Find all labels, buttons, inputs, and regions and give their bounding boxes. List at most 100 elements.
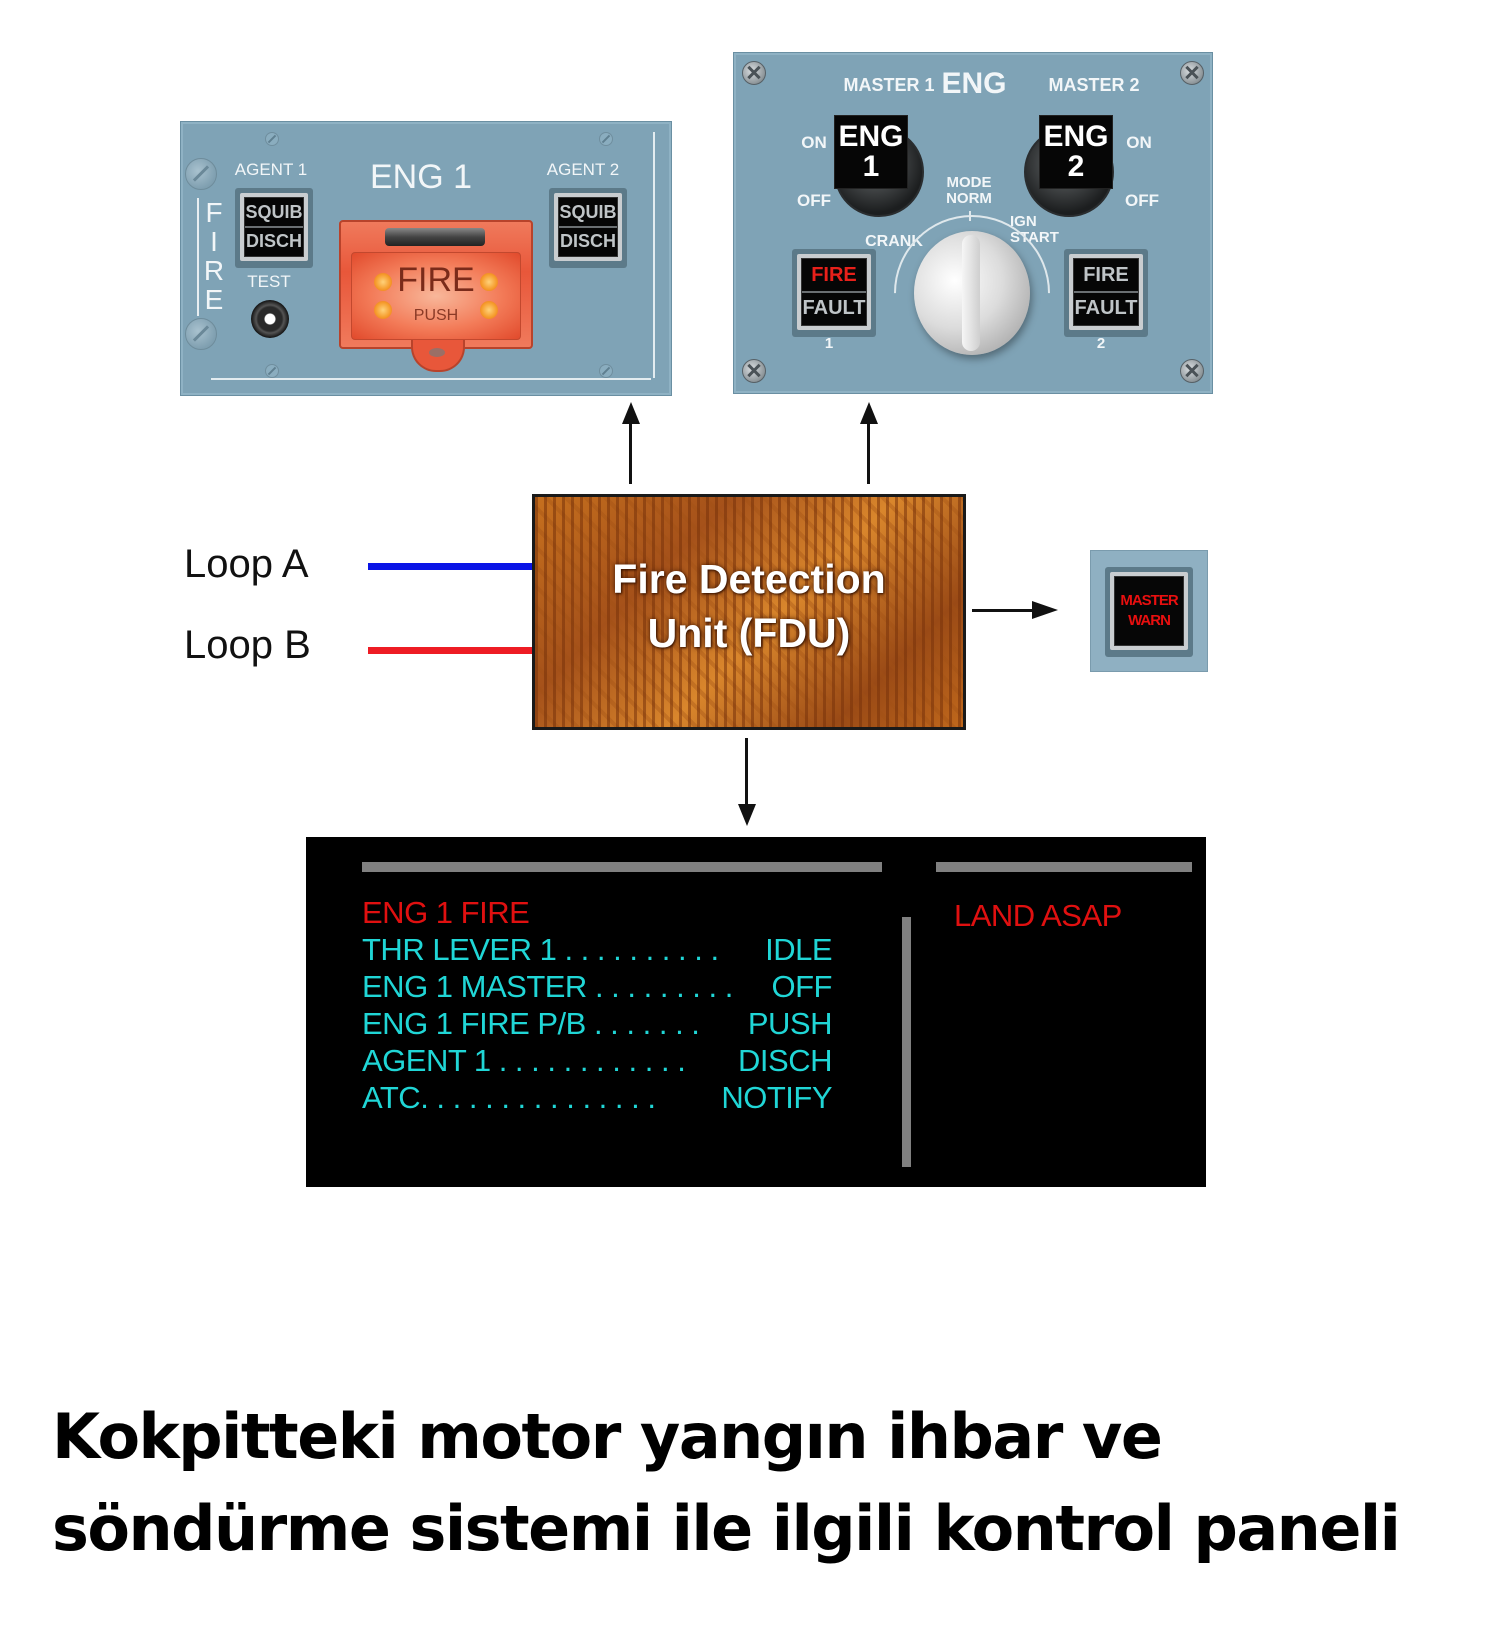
master-text: MASTER bbox=[1120, 592, 1178, 609]
procedure-action: NOTIFY bbox=[721, 1080, 832, 1115]
arrowhead-up-icon bbox=[622, 402, 640, 424]
guard-tab bbox=[411, 340, 465, 372]
fire-push-face: FIRE PUSH bbox=[351, 252, 521, 340]
test-label: TEST bbox=[247, 272, 291, 291]
master-warn-panel: MASTER WARN bbox=[1090, 550, 1208, 672]
on-label: ON bbox=[1126, 133, 1152, 152]
screw-icon bbox=[599, 364, 613, 378]
panel-edge-line bbox=[211, 378, 651, 380]
fire-fault-1-number: 1 bbox=[824, 335, 834, 352]
master2-line1: ENG bbox=[1043, 120, 1109, 153]
warn-text: WARN bbox=[1128, 612, 1171, 629]
procedure-dots: . . . . . . . . . . . . . . . bbox=[420, 1080, 664, 1115]
engine-master-panel: MASTER 1 ENG MASTER 2 ON OFF ENG 1 ENG 2… bbox=[733, 52, 1213, 404]
screw-icon bbox=[265, 132, 279, 146]
master1-line2: 1 bbox=[862, 150, 880, 183]
arrowhead-up-icon bbox=[860, 402, 878, 424]
loop-a-label: Loop A bbox=[184, 542, 309, 586]
agent2-squib-disch-button[interactable]: SQUIB DISCH bbox=[549, 188, 627, 268]
screw-icon bbox=[1180, 61, 1204, 85]
procedure-dots: . . . . . . . . . bbox=[586, 969, 741, 1004]
crank-label: CRANK bbox=[865, 233, 923, 250]
ecam-warning-title: ENG 1 FIRE bbox=[362, 895, 530, 930]
disch-text: DISCH bbox=[245, 226, 303, 254]
fire-side-text: FIRE bbox=[203, 197, 225, 315]
agent2-label: AGENT 2 bbox=[546, 160, 620, 179]
ecam-divider-right bbox=[936, 862, 1192, 872]
norm-label: NORM bbox=[946, 190, 992, 207]
mode-selector-knob[interactable] bbox=[914, 231, 1030, 355]
procedure-dots: . . . . . . . . . . . . bbox=[490, 1043, 694, 1078]
screw-icon bbox=[265, 364, 279, 378]
procedure-item: THR LEVER 1 bbox=[362, 932, 557, 967]
eng1-fire-pushbutton[interactable]: FIRE PUSH bbox=[339, 220, 533, 372]
lamp-icon bbox=[480, 273, 498, 291]
lamp-icon bbox=[374, 273, 392, 291]
arrow-fdu-to-fire-panel bbox=[622, 402, 640, 484]
screw-icon bbox=[742, 61, 766, 85]
squib-text: SQUIB bbox=[559, 202, 617, 222]
master2-switch[interactable]: ENG 2 bbox=[1039, 115, 1113, 189]
ecam-procedure-row: THR LEVER 1 . . . . . . . . . . IDLE bbox=[362, 931, 832, 968]
arrowhead-right-icon bbox=[1032, 601, 1058, 619]
procedure-action: DISCH bbox=[738, 1043, 832, 1078]
ecam-vertical-divider bbox=[902, 917, 911, 1167]
procedure-item: ENG 1 MASTER bbox=[362, 969, 587, 1004]
fire-side-label: FIRE bbox=[197, 198, 229, 316]
procedure-item: ATC bbox=[362, 1080, 421, 1115]
arrowhead-down-icon bbox=[738, 804, 756, 826]
arrow-fdu-to-master-warn bbox=[972, 601, 1062, 621]
loop-b-label: Loop B bbox=[184, 623, 311, 667]
on-label: ON bbox=[801, 133, 827, 152]
procedure-action: IDLE bbox=[765, 932, 832, 967]
ecam-warning-display: ENG 1 FIRE THR LEVER 1 . . . . . . . . .… bbox=[306, 837, 1206, 1187]
caption-line-1: Kokpitteki motor yangın ihbar ve bbox=[52, 1400, 1163, 1473]
screw-icon bbox=[185, 158, 217, 190]
master1-line1: ENG bbox=[838, 120, 904, 153]
procedure-item: AGENT 1 bbox=[362, 1043, 491, 1078]
screw-icon bbox=[599, 132, 613, 146]
fault-text: FAULT bbox=[1074, 291, 1138, 323]
procedure-action: OFF bbox=[771, 969, 833, 1004]
master1-switch[interactable]: ENG 1 bbox=[834, 115, 908, 189]
ign-label: IGN bbox=[1010, 213, 1037, 230]
master-warn-button[interactable]: MASTER WARN bbox=[1105, 567, 1193, 657]
caption-line-2: söndürme sistemi ile ilgili kontrol pane… bbox=[52, 1492, 1401, 1565]
master2-label: MASTER 2 bbox=[1048, 75, 1140, 95]
eng-panel-title: ENG bbox=[941, 67, 1007, 100]
test-button[interactable] bbox=[251, 300, 289, 338]
screw-icon bbox=[742, 359, 766, 383]
agent1-label: AGENT 1 bbox=[234, 160, 308, 179]
ecam-status-message: LAND ASAP bbox=[954, 898, 1122, 933]
lamp-icon bbox=[374, 301, 392, 319]
ecam-procedure-row: AGENT 1 . . . . . . . . . . . . DISCH bbox=[362, 1042, 832, 1079]
fire-detection-unit: Fire Detection Unit (FDU) bbox=[532, 494, 966, 730]
arrow-fdu-to-ecam bbox=[738, 738, 756, 828]
ecam-procedure-row: ATC. . . . . . . . . . . . . . . NOTIFY bbox=[362, 1079, 832, 1116]
panel-edge-line bbox=[653, 132, 655, 378]
guard-hinge bbox=[385, 228, 485, 246]
agent1-squib-disch-button[interactable]: SQUIB DISCH bbox=[235, 188, 313, 268]
off-label: OFF bbox=[797, 191, 831, 210]
fire-panel-title: ENG 1 bbox=[369, 158, 473, 196]
loop-a-line bbox=[368, 563, 532, 570]
fault-text: FAULT bbox=[802, 291, 866, 323]
master2-line2: 2 bbox=[1067, 150, 1085, 183]
procedure-item: ENG 1 FIRE P/B bbox=[362, 1006, 586, 1041]
lamp-icon bbox=[480, 301, 498, 319]
fire-fault-2-number: 2 bbox=[1096, 335, 1106, 352]
arrow-fdu-to-eng-panel bbox=[860, 402, 878, 484]
mode-label: MODE bbox=[946, 174, 992, 191]
start-label: START bbox=[1010, 229, 1059, 246]
disch-text: DISCH bbox=[559, 226, 617, 254]
procedure-dots: . . . . . . . bbox=[585, 1006, 708, 1041]
fdu-line1: Fire Detection bbox=[612, 556, 886, 602]
master1-label: MASTER 1 bbox=[843, 75, 935, 95]
ecam-divider-left bbox=[362, 862, 882, 872]
fire-push-text: FIRE bbox=[397, 261, 475, 299]
ecam-procedure-row: ENG 1 MASTER . . . . . . . . . OFF bbox=[362, 968, 832, 1005]
squib-text: SQUIB bbox=[245, 202, 303, 222]
push-text: PUSH bbox=[413, 307, 459, 324]
engine-fire-panel: FIRE AGENT 1 SQUIB DISCH TEST ENG 1 FIRE… bbox=[180, 121, 672, 396]
